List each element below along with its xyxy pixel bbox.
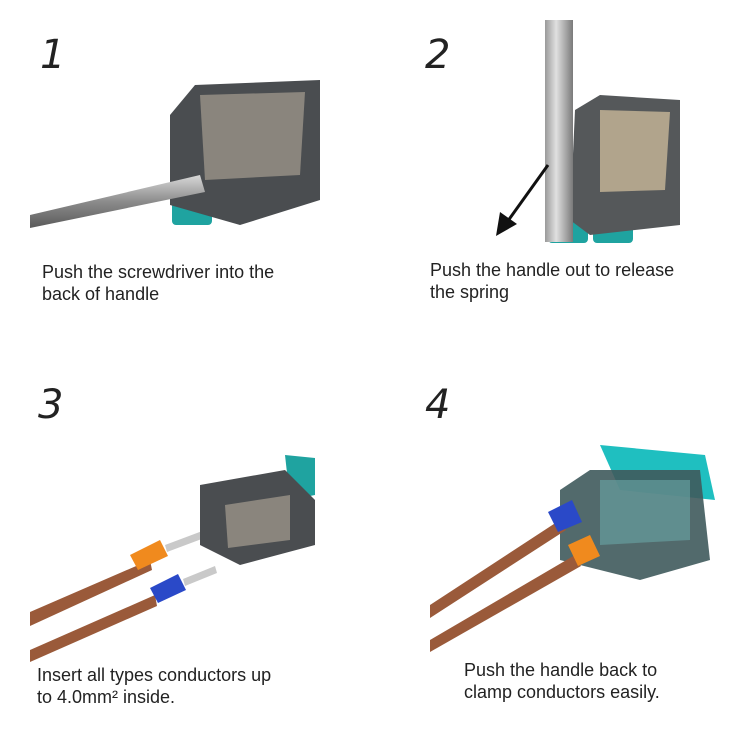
step3-photo	[30, 455, 315, 662]
step1-photo	[30, 80, 320, 228]
caption-line: Insert all types conductors up	[37, 665, 272, 685]
caption-line: to 4.0mm² inside.	[37, 687, 176, 707]
step4-photo	[430, 445, 715, 652]
step-number-3: 3	[38, 382, 64, 428]
step-number-1: 1	[40, 32, 66, 78]
caption-line: Push the screwdriver into the	[42, 262, 275, 282]
caption-line: back of handle	[42, 284, 160, 304]
arrow-icon	[503, 164, 550, 226]
step3-caption: Insert all types conductors up to 4.0mm²…	[37, 664, 271, 708]
caption-line: clamp conductors easily.	[464, 682, 660, 702]
step2-caption: Push the handle out to release the sprin…	[430, 259, 674, 303]
step-number-2: 2	[425, 32, 451, 78]
caption-line: the spring	[430, 282, 510, 302]
caption-line: Push the handle back to	[464, 660, 658, 680]
caption-line: Push the handle out to release	[430, 260, 675, 280]
step-number-4: 4	[425, 382, 451, 428]
step1-caption: Push the screwdriver into the back of ha…	[42, 261, 274, 305]
step4-caption: Push the handle back to clamp conductors…	[464, 659, 660, 703]
step2-photo	[496, 20, 680, 243]
